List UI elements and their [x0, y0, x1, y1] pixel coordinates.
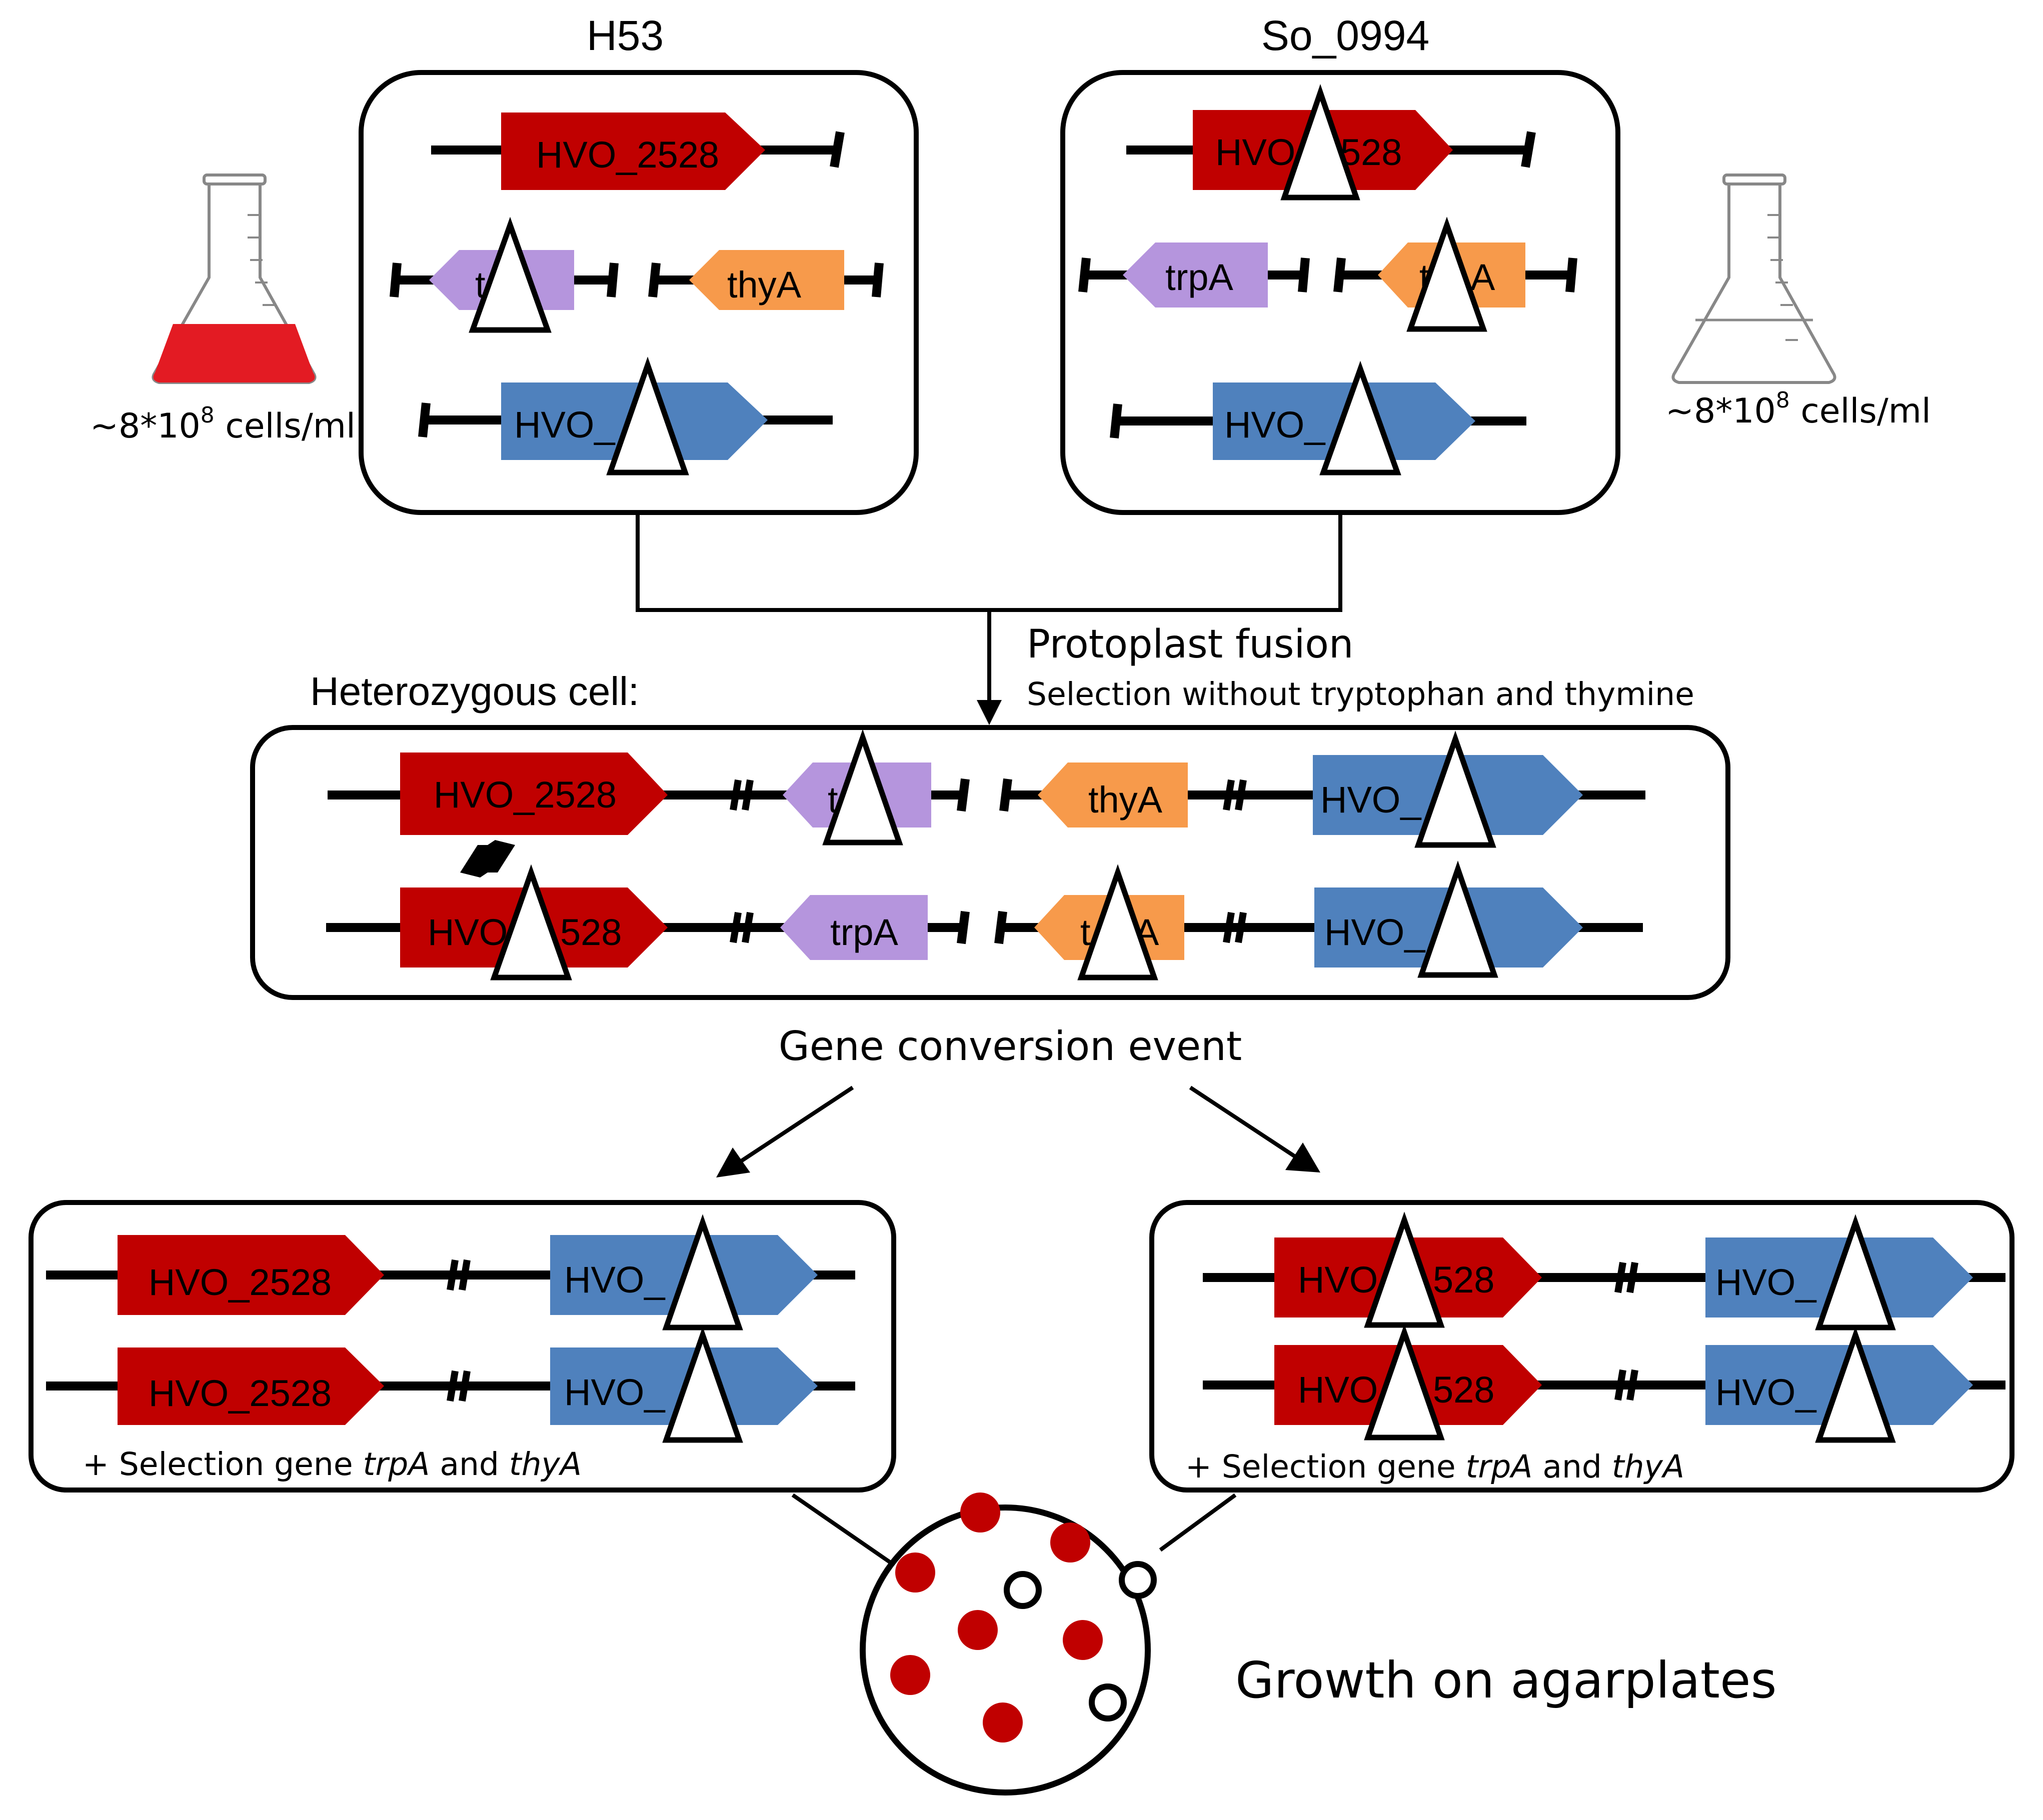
colony-red — [895, 1552, 935, 1592]
result-left-row-2: HVO_2528 HVO_ — [46, 1326, 855, 1443]
gene-label: HVO_ — [564, 1372, 665, 1413]
insertion-marker-icon — [1414, 730, 1496, 848]
gene-hvo2528 — [118, 1348, 384, 1425]
arrow-left-down-icon — [716, 1148, 750, 1178]
gene-hvo2528 — [400, 752, 668, 835]
arrow-right-down-icon — [1285, 1142, 1320, 1172]
gene-label: A — [1470, 256, 1495, 298]
colony-red — [983, 1702, 1023, 1742]
h53-row-trpa-thya: t thyA — [390, 216, 884, 333]
insertion-marker-icon — [1815, 1326, 1896, 1443]
fusion-connector — [636, 512, 1342, 725]
gene-label: HVO_2528 — [149, 1372, 332, 1414]
gene-label: HVO_ — [1715, 1372, 1816, 1413]
insertion-marker-icon — [1280, 84, 1360, 200]
gene-label: HVO_ — [1320, 779, 1421, 820]
growth-label: Growth on agarplates — [1235, 1651, 1777, 1710]
flask-clear-culture — [1671, 174, 1836, 384]
selection-condition-label: Selection without tryptophan and thymine — [1027, 676, 1694, 712]
gene-label: trpA — [1165, 256, 1233, 298]
insertion-marker-icon — [606, 356, 689, 476]
insertion-marker-icon — [1364, 1324, 1445, 1440]
gene-hvo2528 — [501, 112, 765, 190]
strain-label-h53: H53 — [587, 12, 664, 59]
hetero-row-bottom: HVO 528 trpA t A HVO_ — [326, 860, 1643, 980]
gene-label: HVO_ — [1715, 1262, 1816, 1303]
gene-trpa — [1123, 242, 1268, 308]
gene-label: 528 — [560, 912, 622, 953]
so0994-row-hvox: HVO_ — [1110, 360, 1526, 476]
hetero-row-top: HVO_2528 t thyA HVO_ — [328, 729, 1645, 848]
colony-red — [1063, 1620, 1103, 1660]
insertion-marker-icon — [469, 216, 552, 333]
agar-plate — [860, 1504, 1151, 1796]
so0994-row-hvo2528: HVO 528 — [1126, 84, 1536, 200]
insertion-marker-icon — [822, 729, 903, 846]
colony-white — [1004, 1571, 1042, 1609]
gene-thya — [689, 250, 844, 310]
colonies — [890, 1492, 1157, 1742]
colony-red — [1050, 1522, 1090, 1562]
colony-white — [1089, 1684, 1127, 1722]
insertion-marker-icon — [662, 1326, 743, 1443]
crossover-marks — [460, 840, 515, 878]
gene-label: HVO_ — [514, 404, 615, 446]
insertion-marker-icon — [1417, 860, 1498, 978]
gene-label: thyA — [1088, 779, 1163, 820]
gene-label: 528 — [1433, 1259, 1494, 1300]
colony-white — [1119, 1561, 1157, 1599]
strain-label-so0994: So_0994 — [1261, 12, 1429, 59]
result-right-row-2: HVO 528 HVO_ — [1203, 1324, 2005, 1443]
colony-red — [958, 1610, 998, 1650]
gene-trpa — [780, 895, 928, 960]
gene-conversion-label: Gene conversion event — [779, 1023, 1242, 1070]
protoplast-fusion-label: Protoplast fusion — [1027, 622, 1353, 667]
arrow-down-icon — [977, 700, 1002, 725]
gene-label: HVO_2528 — [536, 134, 719, 176]
result-left-row-1: HVO_2528 HVO_ — [46, 1214, 855, 1330]
gene-label: trpA — [830, 912, 898, 953]
h53-row-hvox: HVO_ — [418, 356, 833, 476]
gene-label: t — [1080, 912, 1091, 953]
gene-thya — [1038, 762, 1188, 828]
heterozygous-cell-label: Heterozygous cell: — [310, 669, 639, 714]
gene-label: HVO — [1298, 1259, 1378, 1300]
gene-label: 528 — [1433, 1369, 1494, 1410]
cell-density-label-right: ~8*108 cells/ml — [1665, 388, 1931, 431]
conversion-arrows — [716, 1086, 1320, 1178]
gene-label: thyA — [727, 264, 802, 306]
colony-red — [890, 1655, 930, 1695]
so0994-row-trpa-thya: trpA th A — [1078, 216, 1577, 332]
insertion-marker-icon — [1319, 360, 1401, 476]
h53-row-hvo2528: HVO_2528 — [431, 112, 845, 190]
gene-label: HVO_ — [1224, 404, 1325, 446]
gene-label: HVO — [1298, 1369, 1378, 1410]
flask-red-culture — [152, 174, 317, 384]
gene-label: HVO_2528 — [434, 774, 617, 816]
insertion-marker-icon — [490, 864, 572, 980]
gene-label: HVO_ — [1324, 912, 1425, 953]
gene-label: HVO_2528 — [149, 1262, 332, 1303]
cell-density-label-left: ~8*108 cells/ml — [90, 402, 356, 446]
selection-gene-note-right: + Selection gene trpA and thyA — [1185, 1448, 1684, 1485]
result-right-row-1: HVO 528 HVO_ — [1203, 1212, 2005, 1330]
gene-label: HVO — [428, 912, 508, 953]
gene-label: HVO_ — [564, 1259, 665, 1300]
gene-hvo2528 — [118, 1235, 384, 1315]
insertion-marker-icon — [1406, 216, 1487, 332]
gene-label: 528 — [1340, 132, 1402, 173]
plate-connectors — [791, 1493, 1237, 1570]
selection-gene-note-left: + Selection gene trpA and thyA — [83, 1446, 582, 1482]
gene-label: HVO — [1215, 132, 1295, 173]
insertion-marker-icon — [1077, 864, 1158, 980]
colony-red — [960, 1492, 1000, 1532]
